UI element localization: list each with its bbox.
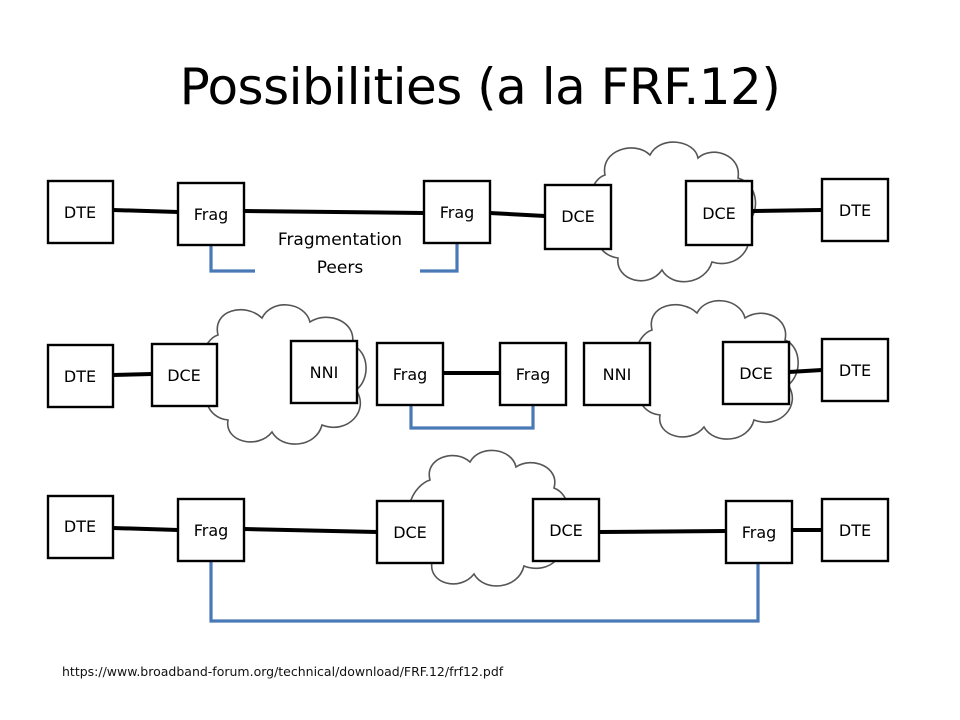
- r3-dte-right: [820, 497, 890, 563]
- r1-dce-2-label: DCE: [702, 204, 736, 223]
- r3-dte-left: [46, 494, 115, 560]
- r2-frag-2: [498, 341, 568, 407]
- r1-dte-left: [46, 179, 115, 245]
- r3-dce-1-label: DCE: [393, 523, 427, 542]
- r2-nni-1-label: NNI: [310, 363, 339, 382]
- r2-nni-2-label: NNI: [603, 365, 632, 384]
- r1-frag-1: [176, 181, 246, 247]
- r1-frag-2: [422, 179, 492, 245]
- r2-dte-left: [46, 343, 115, 409]
- link-r1-dte-frag: [111, 208, 180, 214]
- r3-dce-1: [375, 499, 445, 565]
- r2-frag-1-label: Frag: [393, 365, 428, 384]
- r3-frag-2-label: Frag: [742, 523, 777, 542]
- slide-title: Possibilities (a la FRF.12): [179, 58, 781, 116]
- r1-frag-2-label: Frag: [440, 203, 475, 222]
- r2-dce-2: [721, 340, 791, 406]
- link-r3-frag-dce: [242, 527, 379, 534]
- fragmentation-peers-label-line1: Fragmentation: [278, 230, 402, 250]
- r2-nni-2: [582, 341, 652, 407]
- link-r1-frag-dce: [488, 211, 547, 218]
- r3-frag-1: [176, 497, 246, 563]
- r2-nni-1: [289, 339, 359, 405]
- r2-dte-right: [820, 337, 890, 403]
- peer-link-r1: [209, 243, 459, 273]
- link-r2-dce-dte: [787, 368, 824, 374]
- r3-dce-2: [531, 497, 601, 563]
- peer-link-r3: [209, 562, 760, 623]
- source-url: https://www.broadband-forum.org/technica…: [62, 664, 504, 679]
- fragmentation-peers-label-line2: Peers: [317, 258, 364, 278]
- r1-dce-1-label: DCE: [561, 207, 595, 226]
- r1-frag-1-label: Frag: [194, 205, 229, 224]
- r2-dce-1-label: DCE: [167, 366, 201, 385]
- link-r2-dte-dce: [111, 372, 154, 377]
- r2-dte-left-label: DTE: [64, 367, 96, 386]
- r1-dce-2: [684, 179, 754, 247]
- r3-dte-right-label: DTE: [839, 521, 871, 540]
- link-r1-dce-dte: [750, 208, 824, 213]
- r1-dce-1: [543, 183, 613, 251]
- r1-dte-left-label: DTE: [64, 203, 96, 222]
- r1-dte-right: [820, 177, 890, 243]
- r3-frag-1-label: Frag: [194, 521, 229, 540]
- r2-frag-1: [375, 341, 445, 407]
- r2-dce-1: [150, 342, 219, 408]
- r3-dte-left-label: DTE: [64, 517, 96, 536]
- r2-dte-right-label: DTE: [839, 361, 871, 380]
- r2-dce-2-label: DCE: [739, 364, 773, 383]
- r2-frag-2-label: Frag: [516, 365, 551, 384]
- r3-dce-2-label: DCE: [549, 521, 583, 540]
- r1-dte-right-label: DTE: [839, 201, 871, 220]
- link-r3-dce-frag: [597, 529, 728, 534]
- link-r3-dte-frag: [111, 526, 180, 532]
- link-r1-frag-frag: [242, 209, 426, 215]
- peer-link-r2: [409, 405, 535, 430]
- r3-frag-2: [724, 499, 794, 565]
